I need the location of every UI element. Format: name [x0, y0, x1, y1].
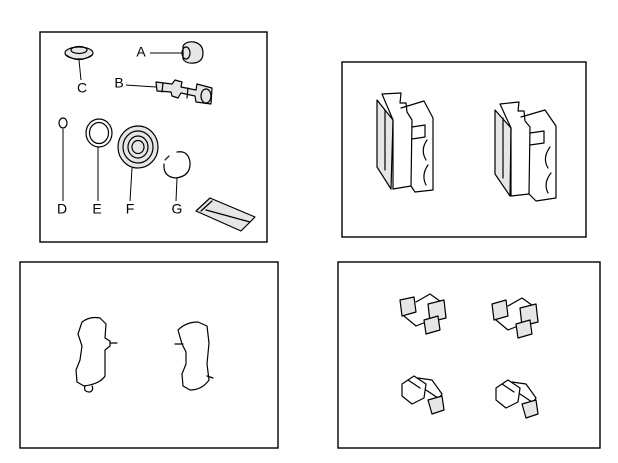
panel-shims [19, 261, 279, 449]
clip-set-upper-right [491, 297, 539, 339]
panel-brake-pads [341, 61, 587, 238]
part-d-small-ring [58, 117, 68, 201]
clip-set-upper-left [399, 293, 447, 335]
panel-caliper-kit-frame [39, 31, 268, 243]
label-a: A [136, 44, 146, 60]
shim-left [75, 316, 118, 393]
label-g: G [172, 201, 183, 217]
part-f-piston-boot [117, 125, 159, 202]
part-c-dust-boot [64, 45, 94, 81]
shim-right [174, 321, 214, 391]
panel-shims-frame [19, 261, 279, 449]
label-e: E [92, 201, 101, 217]
part-a-bushing [150, 41, 204, 64]
label-d: D [57, 201, 67, 217]
panel-caliper-kit: C A B D E [39, 31, 268, 243]
panel-brake-pads-frame [341, 61, 587, 238]
label-c: C [77, 80, 87, 96]
part-e-piston-seal [85, 118, 113, 201]
part-b-slide-pin [125, 79, 213, 105]
brake-pad-pair-right [494, 101, 557, 202]
brake-pad-pair-left [376, 92, 434, 193]
clip-set-lower-right [495, 379, 539, 419]
label-f: F [126, 201, 135, 217]
grease-packet [195, 197, 256, 232]
part-g-snap-ring [163, 151, 191, 202]
panel-clips [337, 261, 601, 449]
clip-set-lower-left [401, 375, 445, 415]
label-b: B [114, 75, 123, 91]
panel-clips-frame [337, 261, 601, 449]
